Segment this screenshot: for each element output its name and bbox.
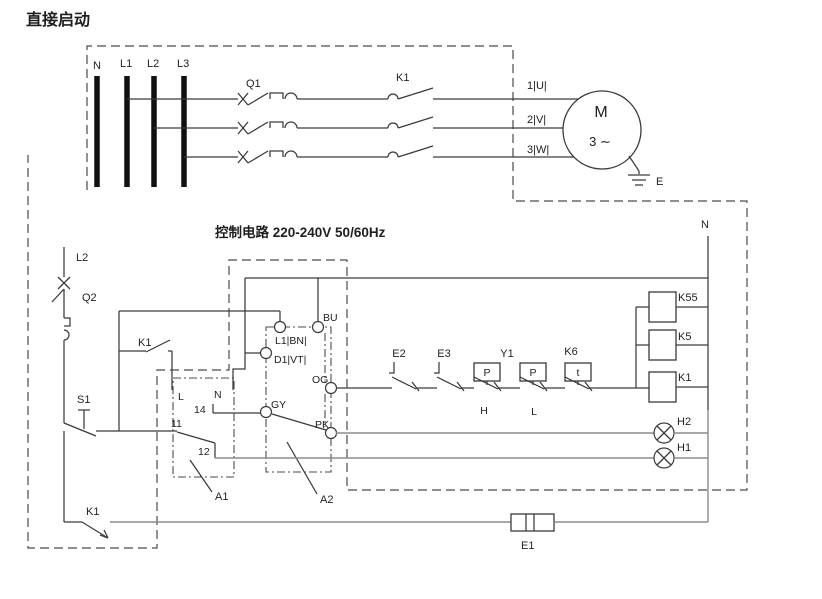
- phase-row-3: [184, 145, 574, 164]
- motor-terminal-w: 3|W|: [527, 144, 549, 156]
- relay-k1-label: K1: [678, 372, 691, 384]
- a1-term-11: 11: [171, 418, 182, 430]
- a2-term-pk: PK: [315, 419, 329, 431]
- bus-label-n: N: [93, 60, 101, 72]
- earth-label: E: [656, 176, 663, 188]
- a1-term-n: N: [214, 389, 222, 401]
- heater-element: [110, 513, 708, 532]
- phase-row-1: [127, 87, 578, 106]
- relay-coils: [635, 291, 708, 403]
- a2-term-gy: GY: [271, 399, 286, 411]
- neutral-label: N: [701, 219, 709, 231]
- relay-k55-label: K55: [678, 292, 698, 304]
- module-a2-label: A2: [320, 494, 333, 506]
- label-high: H: [480, 405, 488, 417]
- supply-bus-bars: N L1 L2 L3: [93, 58, 189, 187]
- a1-term-14: 14: [194, 404, 206, 416]
- phase-row-2: [154, 116, 563, 135]
- motor-terminal-u: 1|U|: [527, 80, 547, 92]
- switch-k6-label: K6: [564, 346, 577, 358]
- label-low: L: [531, 406, 537, 418]
- sensor-switch-chain: [337, 362, 649, 392]
- a2-term-bu: BU: [323, 312, 338, 324]
- thermal-box-label: t: [577, 367, 580, 379]
- heater-contact-label: K1: [86, 506, 99, 518]
- motor-phase: 3 ∼: [589, 134, 611, 149]
- contactor-k1-label: K1: [396, 72, 409, 84]
- bus-label-l1: L1: [120, 58, 132, 70]
- module-a1: L N 14 11 12: [171, 377, 260, 493]
- relay-k5-label: K5: [678, 331, 691, 343]
- switch-e3-label: E3: [437, 348, 450, 360]
- a2-term-og: OG: [312, 374, 328, 386]
- switch-e2-label: E2: [392, 348, 405, 360]
- motor-letter: M: [594, 104, 607, 121]
- a1-term-l: L: [178, 391, 184, 403]
- page-title: 直接启动: [26, 10, 90, 29]
- start-switch-label: S1: [77, 394, 90, 406]
- control-circuit-title: 控制电路 220-240V 50/60Hz: [215, 224, 386, 240]
- a2-term-l1bn: L1|BN|: [275, 335, 307, 347]
- lamp-h1-label: H1: [677, 442, 691, 454]
- switch-y1-label: Y1: [500, 348, 513, 360]
- lamp-h2: [336, 422, 708, 444]
- control-breaker-label: Q2: [82, 292, 97, 304]
- module-a1-label: A1: [215, 491, 228, 503]
- control-buses: [118, 236, 709, 522]
- a2-term-d1vt: D1|VT|: [274, 354, 306, 366]
- lamp-h2-label: H2: [677, 416, 691, 428]
- holding-contact: [119, 339, 173, 390]
- holding-contact-label: K1: [138, 337, 151, 349]
- heater-label: E1: [521, 540, 534, 552]
- enclosure-boundary: [27, 45, 748, 549]
- module-a2: BU L1|BN| D1|VT| OG GY PK: [259, 312, 338, 495]
- bus-label-l2: L2: [147, 58, 159, 70]
- lamp-h1: [215, 447, 708, 469]
- control-supply-label: L2: [76, 252, 88, 264]
- pressure-high-box-label: P: [483, 367, 490, 379]
- a1-term-12: 12: [198, 446, 210, 458]
- earth-icon: [628, 155, 650, 186]
- breaker-q1-label: Q1: [246, 78, 261, 90]
- control-supply-branch: [51, 247, 177, 539]
- bus-label-l3: L3: [177, 58, 189, 70]
- motor-terminal-v: 2|V|: [527, 114, 546, 126]
- motor-symbol: M 3 ∼: [562, 90, 642, 170]
- pressure-low-box-label: P: [529, 367, 536, 379]
